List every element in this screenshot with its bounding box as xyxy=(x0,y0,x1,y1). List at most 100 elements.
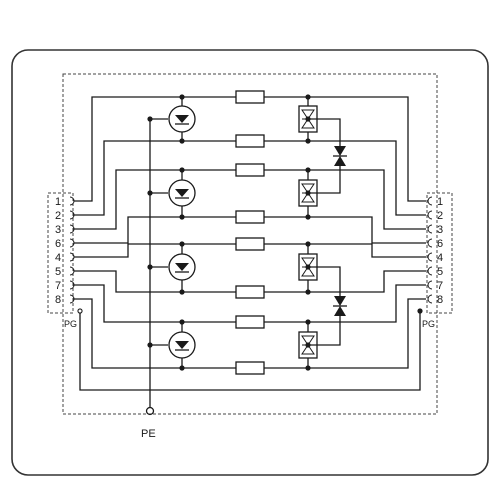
junction-dot xyxy=(179,94,185,100)
right-pin-label: 3 xyxy=(437,224,443,236)
gas-discharge-tube xyxy=(168,331,196,359)
junction-dot xyxy=(305,264,311,270)
right-pin-label: 5 xyxy=(437,266,443,278)
diode-symbol xyxy=(175,341,189,349)
right-pin-socket xyxy=(427,196,433,206)
junction-dot xyxy=(179,138,185,144)
diode-symbol xyxy=(175,189,189,197)
signal-wire xyxy=(264,284,426,323)
signal-wire xyxy=(264,140,426,216)
junction-dot xyxy=(179,167,185,173)
right-pin-socket xyxy=(427,280,433,290)
junction-dot xyxy=(305,94,311,100)
resistor xyxy=(235,90,265,104)
signal-wire xyxy=(264,169,426,230)
bridge-wire xyxy=(308,166,341,194)
junction-dot xyxy=(179,241,185,247)
varistor xyxy=(298,253,318,281)
right-pin-socket xyxy=(427,238,433,248)
right-ground-node xyxy=(417,308,423,314)
left-pin-label: 5 xyxy=(55,266,61,278)
resistor xyxy=(235,163,265,177)
left-pin-label: 7 xyxy=(55,280,61,292)
left-pin-label: 6 xyxy=(55,238,61,250)
tvs-symbol xyxy=(301,257,315,277)
signal-wire xyxy=(74,216,236,244)
junction-dot xyxy=(305,214,311,220)
left-ground-label: PG xyxy=(64,319,77,329)
gas-discharge-tube xyxy=(168,179,196,207)
bridge-wire xyxy=(308,316,341,346)
diode-symbol xyxy=(175,263,189,271)
junction-dot xyxy=(305,319,311,325)
junction-dot xyxy=(179,214,185,220)
right-pin-socket xyxy=(427,266,433,276)
right-pin-socket xyxy=(427,252,433,262)
junction-dot xyxy=(147,116,153,122)
right-pin-label: 6 xyxy=(437,238,443,250)
right-pin-group: 1 2 3 6 4 5 7 8 xyxy=(427,196,443,306)
left-ground-pin xyxy=(78,309,82,313)
tvs-symbol xyxy=(301,183,315,203)
signal-wire xyxy=(74,169,236,230)
right-pin-socket xyxy=(427,210,433,220)
junction-dot xyxy=(305,116,311,122)
signal-wire xyxy=(74,140,236,216)
right-pin-label: 2 xyxy=(437,210,443,222)
earth-terminal xyxy=(145,406,155,416)
resistor xyxy=(235,285,265,299)
junction-dot xyxy=(305,365,311,371)
tvs-symbol xyxy=(301,109,315,129)
junction-dot xyxy=(179,365,185,371)
junction-dot xyxy=(147,264,153,270)
left-pin-label: 2 xyxy=(55,210,61,222)
signal-wire xyxy=(264,216,426,244)
signal-wire xyxy=(74,96,236,202)
signal-wire xyxy=(264,298,426,369)
junction-dot xyxy=(147,190,153,196)
left-pin-socket xyxy=(69,252,75,262)
bridge-wire xyxy=(308,118,341,146)
bridge-wire xyxy=(308,266,341,296)
junction-dot xyxy=(179,319,185,325)
components xyxy=(77,90,423,416)
wiring xyxy=(74,96,426,408)
tvs-symbol xyxy=(301,335,315,355)
resistor xyxy=(235,361,265,375)
device-outline xyxy=(11,49,489,476)
signal-wire xyxy=(74,270,236,293)
junction-dot xyxy=(305,190,311,196)
left-pin-label: 4 xyxy=(55,252,61,264)
right-connector-block xyxy=(426,192,453,314)
varistor xyxy=(298,331,318,359)
housing-boundary xyxy=(62,73,438,415)
signal-wire xyxy=(264,243,426,258)
gas-discharge-tube xyxy=(168,105,196,133)
left-pin-label: 1 xyxy=(55,196,61,208)
junction-dot xyxy=(179,289,185,295)
signal-wire xyxy=(264,96,426,202)
junction-dot xyxy=(147,342,153,348)
right-pin-label: 1 xyxy=(437,196,443,208)
ground-bus xyxy=(79,311,421,391)
junction-dot xyxy=(305,241,311,247)
resistor xyxy=(235,134,265,148)
resistor xyxy=(235,210,265,224)
right-pin-socket xyxy=(427,294,433,304)
right-pin-label: 7 xyxy=(437,280,443,292)
signal-wire xyxy=(74,243,236,258)
diode-symbol xyxy=(175,115,189,123)
left-connector-block xyxy=(47,192,74,314)
signal-wire xyxy=(74,284,236,323)
right-pin-label: 4 xyxy=(437,252,443,264)
junction-dot xyxy=(305,167,311,173)
varistor xyxy=(298,105,318,133)
right-pin-label: 8 xyxy=(437,294,443,306)
right-ground-label: PG xyxy=(422,319,435,329)
resistor xyxy=(235,315,265,329)
left-pin-label: 3 xyxy=(55,224,61,236)
gas-discharge-tube xyxy=(168,253,196,281)
junction-dot xyxy=(305,138,311,144)
